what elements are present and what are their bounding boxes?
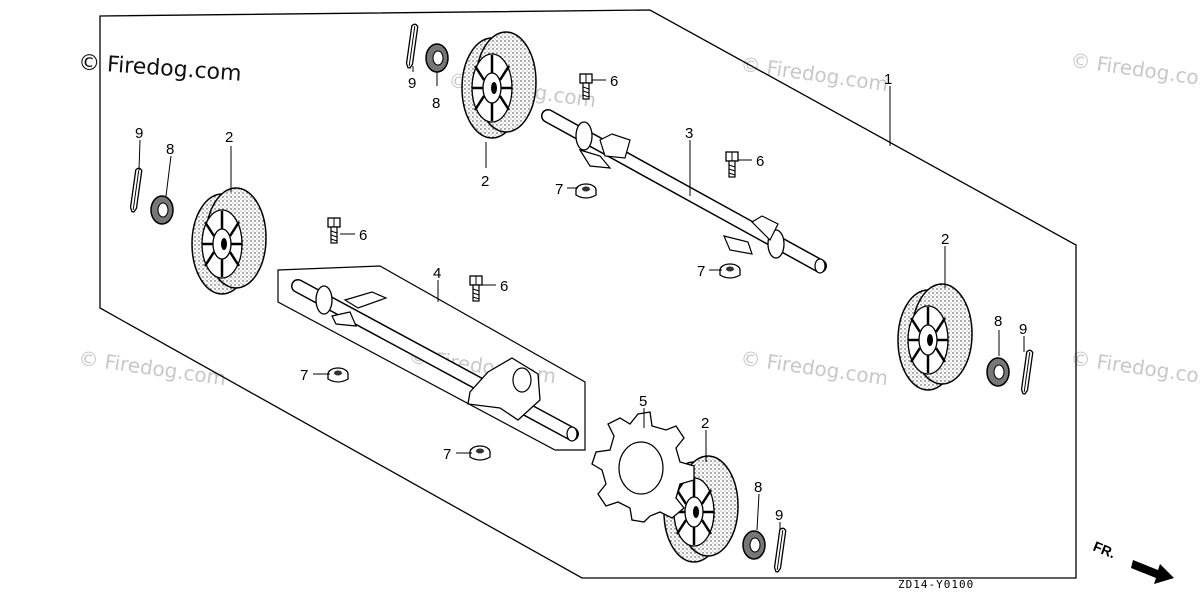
- callout-8-top: 8: [432, 95, 440, 112]
- callout-2-bottom: 2: [701, 415, 709, 432]
- callout-8-left: 8: [166, 141, 174, 158]
- wheel-right: [896, 282, 974, 392]
- axle-4: [291, 279, 579, 442]
- callout-2-left: 2: [225, 129, 233, 146]
- callout-9-top: 9: [408, 75, 416, 92]
- washer-bottom: [742, 530, 766, 560]
- wheel-top: [460, 30, 538, 140]
- callout-1: 1: [884, 71, 892, 88]
- callout-8-bottom: 8: [754, 479, 762, 496]
- bolt-c: [327, 217, 341, 244]
- callout-9-bottom: 9: [775, 507, 783, 524]
- cover-5: [591, 411, 695, 523]
- wheel-left: [190, 186, 268, 296]
- callout-7-b: 7: [697, 263, 705, 280]
- diagram-code: ZD14-Y0100: [898, 578, 975, 591]
- washer-right: [986, 357, 1010, 387]
- bolt-d: [469, 275, 483, 302]
- callout-4: 4: [433, 265, 441, 282]
- washer-left: [150, 195, 174, 225]
- callout-5: 5: [639, 393, 647, 410]
- callout-2-right: 2: [941, 231, 949, 248]
- front-arrow-icon: [1131, 560, 1174, 584]
- pin-top: [405, 23, 419, 69]
- callout-9-left: 9: [135, 125, 143, 142]
- nut-a: [575, 183, 597, 199]
- leader-lines: [138, 66, 1025, 531]
- callout-6-b: 6: [756, 153, 764, 170]
- pin-right: [1020, 349, 1034, 395]
- callout-6-d: 6: [500, 278, 508, 295]
- callout-7-a: 7: [555, 181, 563, 198]
- callout-8-right: 8: [994, 313, 1002, 330]
- bolt-a: [579, 73, 593, 100]
- pin-bottom: [773, 527, 787, 573]
- pin-left: [129, 167, 143, 213]
- callout-7-c: 7: [300, 367, 308, 384]
- callout-3: 3: [685, 125, 693, 142]
- nut-c: [327, 367, 349, 383]
- axle-4-boundary: [277, 265, 586, 451]
- callout-2-top: 2: [481, 173, 489, 190]
- axle-3: [541, 109, 827, 274]
- bolt-b: [725, 151, 739, 178]
- washer-top: [425, 43, 449, 73]
- nut-b: [719, 263, 741, 279]
- assembly-boundary: [99, 9, 1077, 579]
- callout-9-right: 9: [1019, 321, 1027, 338]
- callout-6-a: 6: [610, 73, 618, 90]
- nut-d: [469, 445, 491, 461]
- callout-7-d: 7: [443, 446, 451, 463]
- callout-6-c: 6: [359, 227, 367, 244]
